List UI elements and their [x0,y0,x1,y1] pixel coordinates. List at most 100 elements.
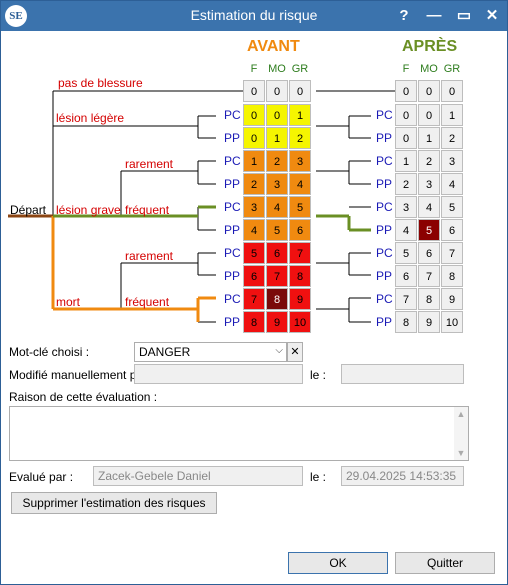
apres-cell-2-2[interactable]: 2 [441,127,463,149]
apres-cell-0-2[interactable]: 0 [441,80,463,102]
apres-cell-9-2[interactable]: 9 [441,288,463,310]
avant-cell-1-2[interactable]: 1 [289,104,311,126]
avant-cell-6-1[interactable]: 5 [266,219,288,241]
apres-cell-1-0[interactable]: 0 [395,104,417,126]
help-button[interactable]: ? [399,7,409,24]
avant-cell-7-1[interactable]: 6 [266,242,288,264]
keyword-select[interactable]: DANGER ⌵ [134,342,287,362]
minimize-button[interactable]: — [426,7,442,24]
apres-cell-4-0[interactable]: 2 [395,173,417,195]
reason-textarea[interactable] [9,406,469,461]
avant-row-label-0: PC [224,108,241,122]
ok-button[interactable]: OK [288,552,388,574]
avant-cell-6-0[interactable]: 4 [243,219,265,241]
avant-cell-2-0[interactable]: 0 [243,127,265,149]
apres-cell-6-2[interactable]: 6 [441,219,463,241]
injury-death-label: mort [56,295,80,309]
avant-cell-2-1[interactable]: 1 [266,127,288,149]
apres-cell-8-0[interactable]: 6 [395,265,417,287]
modified-label: Modifié manuellement par [9,368,148,382]
apres-cell-6-1[interactable]: 5 [418,219,440,241]
avant-cell-9-1[interactable]: 8 [266,288,288,310]
freq-rare-1-label: rarement [125,157,174,171]
avant-cell-5-0[interactable]: 3 [243,196,265,218]
modified-date-field[interactable] [341,364,464,384]
apres-cell-9-1[interactable]: 8 [418,288,440,310]
avant-cell-8-1[interactable]: 7 [266,265,288,287]
avant-row-label-2: PC [224,154,241,168]
apres-cell-3-1[interactable]: 2 [418,150,440,172]
modified-by-field[interactable] [134,364,303,384]
apres-cell-4-1[interactable]: 3 [418,173,440,195]
apres-cell-2-0[interactable]: 0 [395,127,417,149]
apres-cell-6-0[interactable]: 4 [395,219,417,241]
avant-cell-0-2[interactable]: 0 [289,80,311,102]
apres-row-label-5: PP [376,223,393,237]
apres-cell-7-0[interactable]: 5 [395,242,417,264]
apres-row-label-2: PC [376,154,393,168]
avant-cell-6-2[interactable]: 6 [289,219,311,241]
avant-cell-9-2[interactable]: 9 [289,288,311,310]
apres-cell-10-0[interactable]: 8 [395,311,417,333]
close-button[interactable]: ✕ [485,7,499,24]
avant-cell-10-1[interactable]: 9 [266,311,288,333]
apres-cell-1-1[interactable]: 0 [418,104,440,126]
clear-keyword-icon[interactable]: ✕ [287,342,303,362]
avant-cell-1-1[interactable]: 0 [266,104,288,126]
avant-cell-3-2[interactable]: 3 [289,150,311,172]
apres-cell-9-0[interactable]: 7 [395,288,417,310]
avant-cell-7-2[interactable]: 7 [289,242,311,264]
avant-cell-8-0[interactable]: 6 [243,265,265,287]
title-bar[interactable]: SE Estimation du risque ? — ▭ ✕ [1,1,507,31]
evaluated-date-field[interactable]: 29.04.2025 14:53:35 [341,466,464,486]
apres-cell-0-1[interactable]: 0 [418,80,440,102]
avant-cell-10-2[interactable]: 10 [289,311,311,333]
apres-title: APRÈS [402,38,458,55]
avant-cell-4-2[interactable]: 4 [289,173,311,195]
avant-cell-4-0[interactable]: 2 [243,173,265,195]
apres-col-f: F [402,63,410,75]
apres-cell-2-1[interactable]: 1 [418,127,440,149]
quit-button[interactable]: Quitter [395,552,495,574]
freq-often-1-label: fréquent [125,203,170,217]
avant-cell-1-0[interactable]: 0 [243,104,265,126]
maximize-button[interactable]: ▭ [456,7,472,24]
avant-cell-3-1[interactable]: 2 [266,150,288,172]
avant-cell-10-0[interactable]: 8 [243,311,265,333]
apres-cell-7-1[interactable]: 6 [418,242,440,264]
avant-cell-9-0[interactable]: 7 [243,288,265,310]
apres-cell-5-2[interactable]: 5 [441,196,463,218]
chevron-up-icon[interactable]: ▲ [456,409,466,419]
apres-cell-8-2[interactable]: 8 [441,265,463,287]
apres-cell-3-0[interactable]: 1 [395,150,417,172]
delete-estimation-button[interactable]: Supprimer l'estimation des risques [11,492,217,514]
avant-cell-3-0[interactable]: 1 [243,150,265,172]
avant-cell-8-2[interactable]: 8 [289,265,311,287]
avant-cell-5-2[interactable]: 5 [289,196,311,218]
apres-cell-7-2[interactable]: 7 [441,242,463,264]
avant-cell-0-1[interactable]: 0 [266,80,288,102]
keyword-value: DANGER [139,345,191,359]
avant-cell-0-0[interactable]: 0 [243,80,265,102]
avant-cell-4-1[interactable]: 3 [266,173,288,195]
apres-cell-4-2[interactable]: 4 [441,173,463,195]
apres-cell-5-1[interactable]: 4 [418,196,440,218]
apres-row-label-0: PC [376,108,393,122]
reason-scrollbar[interactable]: ▲ ▼ [454,407,468,460]
apres-cell-3-2[interactable]: 3 [441,150,463,172]
apres-cell-10-1[interactable]: 9 [418,311,440,333]
evaluated-by-field[interactable]: Zacek-Gebele Daniel [93,466,303,486]
avant-col-gr: GR [291,63,309,75]
chevron-down-icon[interactable]: ▼ [456,448,466,458]
avant-title: AVANT [247,38,300,55]
apres-cell-10-2[interactable]: 10 [441,311,463,333]
avant-cell-2-2[interactable]: 2 [289,127,311,149]
chevron-down-icon: ⌵ [275,345,283,356]
apres-cell-8-1[interactable]: 7 [418,265,440,287]
apres-cell-5-0[interactable]: 3 [395,196,417,218]
apres-cell-0-0[interactable]: 0 [395,80,417,102]
avant-cell-7-0[interactable]: 5 [243,242,265,264]
apres-cell-1-2[interactable]: 1 [441,104,463,126]
avant-cell-5-1[interactable]: 4 [266,196,288,218]
